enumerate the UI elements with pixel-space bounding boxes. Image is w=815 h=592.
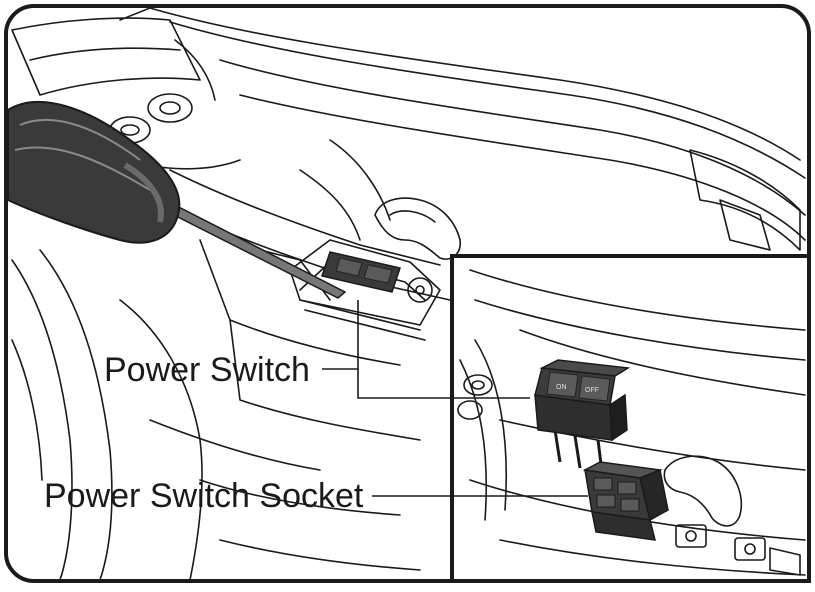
screwdriver-icon [7,101,347,299]
rocker-switch-icon: ON OFF [534,359,631,473]
switch-off-marking: OFF [585,387,599,394]
switch-on-marking: ON [556,384,567,391]
power-switch-leader [322,368,530,399]
power-switch-socket-label: Power Switch Socket [44,477,364,515]
car-interior-scene [11,7,806,581]
power-switch-main [321,251,401,293]
switch-socket-icon [582,461,669,541]
power-switch-label: Power Switch [104,351,310,389]
callout-leaders [322,300,588,497]
